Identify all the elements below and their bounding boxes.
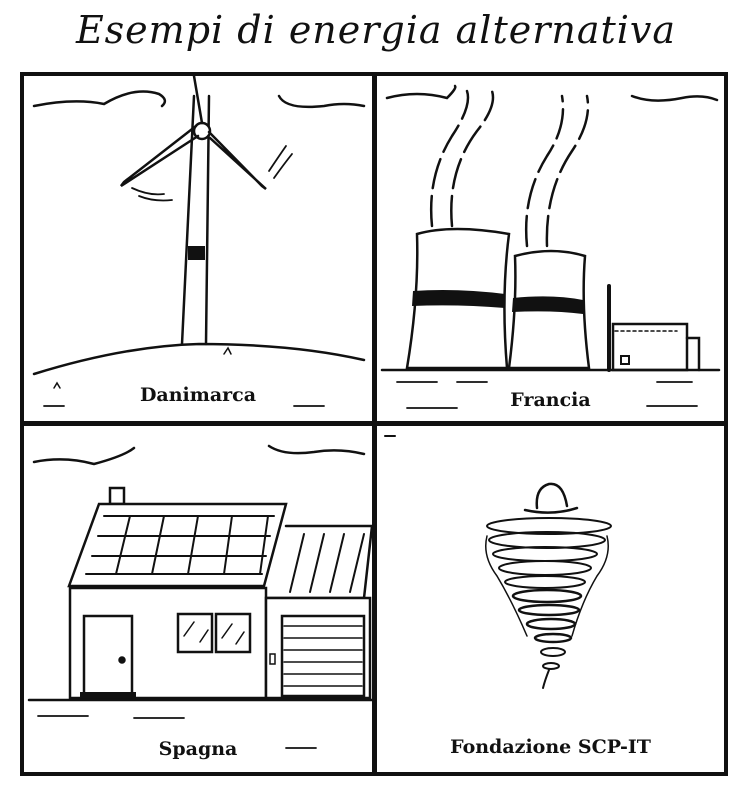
panel-divider-horizontal xyxy=(20,421,728,426)
solar-house-icon xyxy=(27,444,372,749)
panel-spagna: Spagna xyxy=(24,426,372,772)
panel-danimarca: Danimarca xyxy=(24,76,372,421)
panel-caption: Danimarca xyxy=(139,384,257,406)
panel-caption: Fondazione SCP-IT xyxy=(450,736,651,758)
nuclear-cooling-towers-icon xyxy=(380,84,721,409)
panel-caption: Spagna xyxy=(158,738,238,760)
comic-title: Esempi di energia alternativa xyxy=(75,8,677,52)
wind-turbine-icon xyxy=(32,76,366,407)
panel-fondazione-scp-it: Fondazione SCP-IT xyxy=(377,426,724,772)
panel-caption: Francia xyxy=(510,389,591,411)
tornado-with-hat-icon xyxy=(384,435,612,689)
panel-francia: Francia xyxy=(377,76,724,421)
